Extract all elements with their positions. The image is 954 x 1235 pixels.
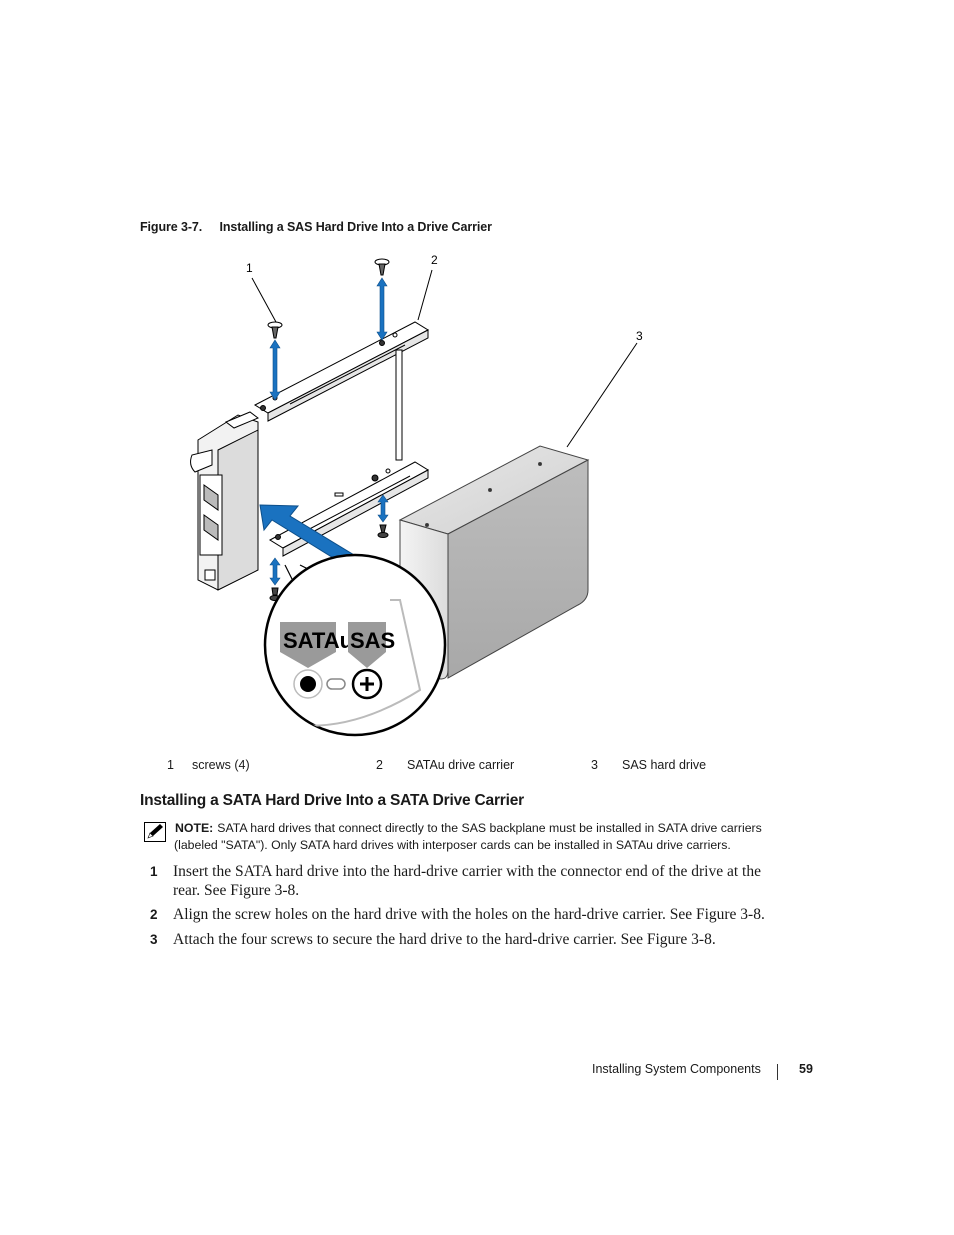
screw-icon (267, 321, 283, 339)
callout-3: 3 (636, 329, 643, 343)
step-2: 2 Align the screw holes on the hard driv… (150, 905, 800, 924)
section-heading: Installing a SATA Hard Drive Into a SATA… (140, 792, 524, 809)
step-number: 2 (150, 907, 158, 922)
legend-text: screws (4) (192, 758, 250, 772)
drive-carrier-diagram: 1 2 3 (190, 253, 643, 737)
step-text-line-2: rear. See Figure 3-8. (173, 882, 300, 899)
legend-text: SATAu drive carrier (407, 758, 515, 772)
satau-label: SATAu (280, 622, 353, 668)
leader-line-1 (251, 277, 277, 323)
figure-illustration: 1 2 3 (160, 250, 720, 740)
page-number: 59 (799, 1062, 813, 1076)
note-line-1: SATA hard drives that connect directly t… (217, 821, 762, 835)
leader-line-3 (566, 342, 638, 448)
arrow-icon (269, 277, 389, 586)
legend-number: 1 (167, 758, 174, 772)
legend-number: 3 (591, 758, 598, 772)
sas-text: SAS (350, 628, 395, 653)
callout-2: 2 (431, 253, 438, 267)
footer-separator (777, 1064, 778, 1080)
screw-icon (377, 524, 389, 538)
note-line-2: (labeled "SATA"). Only SATA hard drives … (174, 838, 731, 852)
footer-section-title: Installing System Components (592, 1062, 761, 1076)
carrier-back-post (395, 349, 403, 461)
figure-caption: Figure 3-7. Installing a SAS Hard Drive … (140, 220, 492, 234)
figure-number: Figure 3-7. (140, 220, 203, 234)
carrier-handle (190, 411, 259, 591)
pencil-note-icon (144, 822, 166, 842)
step-text-line-1: Align the screw holes on the hard drive … (173, 906, 765, 923)
legend-text: SAS hard drive (622, 758, 707, 772)
sas-label: SAS (348, 622, 395, 668)
satau-text: SATAu (283, 628, 353, 653)
note-label: NOTE: (175, 821, 214, 835)
step-number: 1 (150, 864, 158, 879)
step-text-line-1: Insert the SATA hard drive into the hard… (173, 863, 761, 880)
callout-1: 1 (246, 261, 253, 275)
screw-icon (374, 258, 390, 276)
step-number: 3 (150, 932, 158, 947)
leader-line-2 (417, 269, 433, 321)
note-block: NOTE:SATA hard drives that connect direc… (140, 820, 800, 854)
legend-number: 2 (376, 758, 383, 772)
step-3: 3 Attach the four screws to secure the h… (150, 930, 800, 949)
figure-title: Installing a SAS Hard Drive Into a Drive… (219, 220, 492, 234)
position-indicator (293, 668, 383, 700)
carrier-upper-rail (253, 321, 430, 422)
step-1: 1 Insert the SATA hard drive into the ha… (150, 862, 800, 900)
step-text-line-1: Attach the four screws to secure the har… (173, 931, 716, 948)
